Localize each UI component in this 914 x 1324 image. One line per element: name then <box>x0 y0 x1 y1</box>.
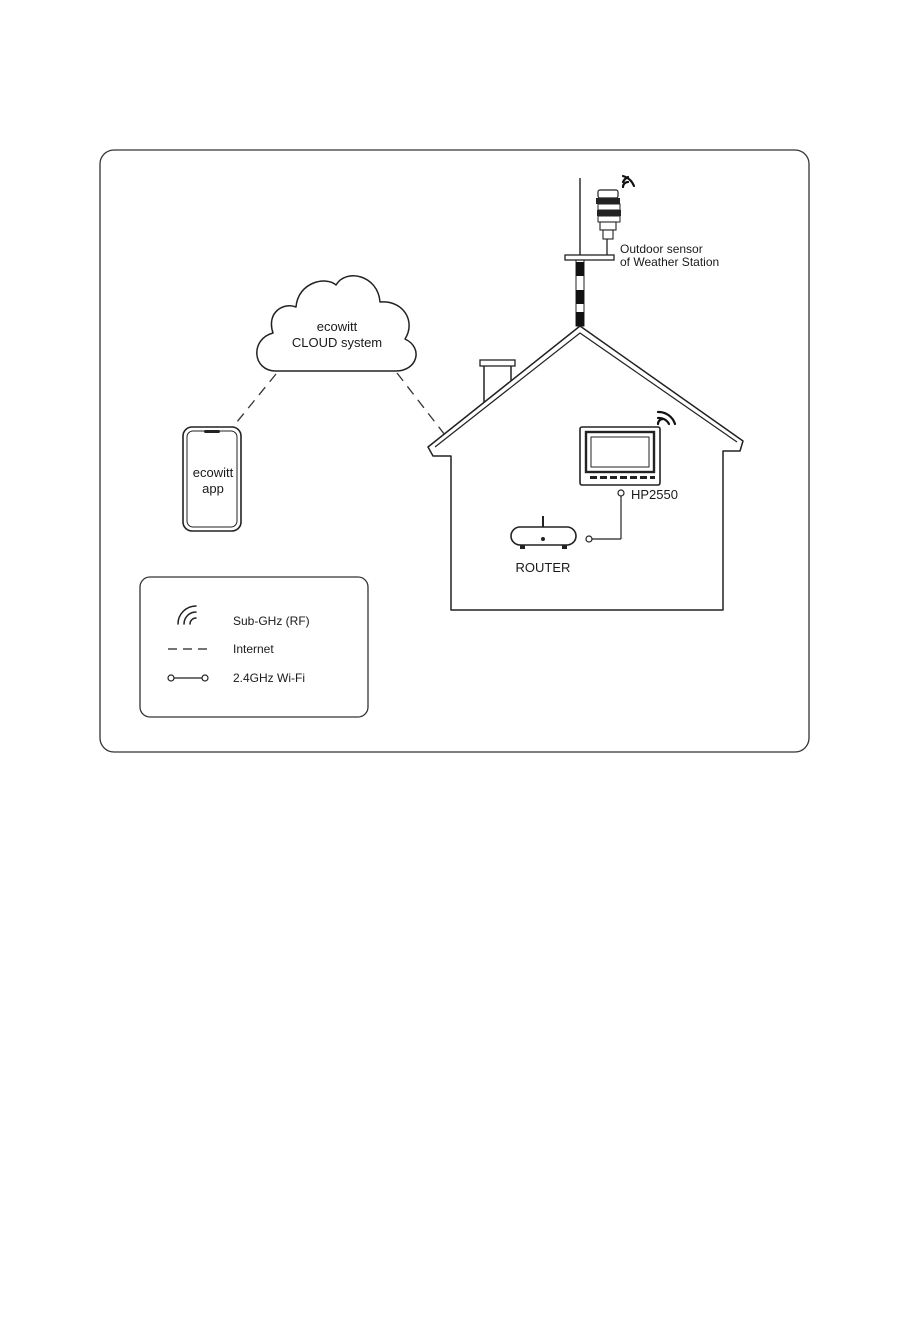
sensor-rf-signal-icon <box>623 176 634 187</box>
cloud-label-line2: CLOUD system <box>292 335 382 350</box>
sensor-label-line2: of Weather Station <box>620 255 719 269</box>
phone-label-line1: ecowitt <box>193 465 234 480</box>
phone-label-line2: app <box>202 481 224 496</box>
console-label: HP2550 <box>631 487 678 502</box>
sensor-label-line1: Outdoor sensor <box>620 242 703 256</box>
cloud-icon: ecowitt CLOUD system <box>257 276 416 371</box>
router-label: ROUTER <box>516 560 571 575</box>
internet-link-cloud-to-phone <box>232 374 276 428</box>
cloud-label-line1: ecowitt <box>317 319 358 334</box>
legend-label-internet: Internet <box>233 642 274 656</box>
legend: Sub-GHz (RF) Internet 2.4GHz Wi-Fi <box>140 577 368 717</box>
phone-icon: ecowitt app <box>183 427 241 531</box>
outdoor-sensor-icon <box>596 190 621 239</box>
legend-label-wifi: 2.4GHz Wi-Fi <box>233 671 305 685</box>
console-icon <box>580 427 660 485</box>
legend-label-rf: Sub-GHz (RF) <box>233 614 310 628</box>
